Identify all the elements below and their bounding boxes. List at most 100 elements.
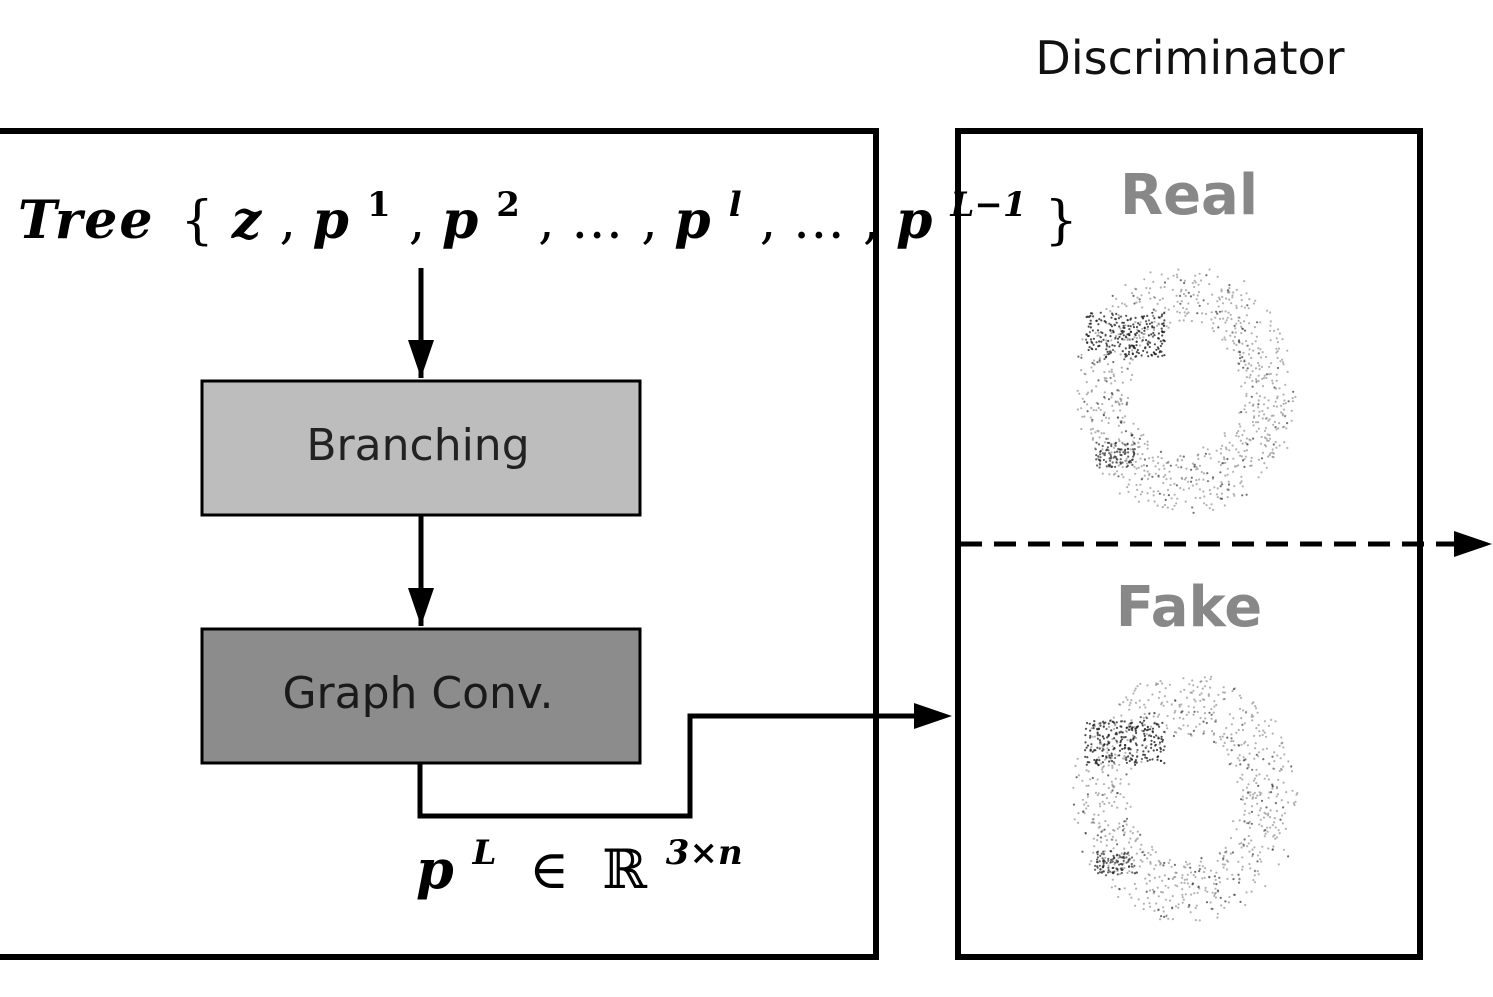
- cloud-point: [1279, 404, 1283, 407]
- cloud-point: [1125, 856, 1128, 859]
- cloud-point: [1107, 734, 1110, 737]
- cloud-point: [1159, 286, 1162, 289]
- cloud-point: [1251, 848, 1254, 851]
- cloud-point: [1097, 764, 1100, 767]
- cloud-point: [1118, 345, 1121, 348]
- cloud-point: [1119, 743, 1122, 747]
- cloud-point: [1139, 321, 1142, 324]
- cloud-point: [1157, 337, 1160, 340]
- cloud-point: [1281, 414, 1284, 417]
- cloud-point: [1195, 465, 1198, 469]
- cloud-point: [1222, 317, 1225, 320]
- cloud-point: [1281, 426, 1284, 429]
- cloud-point: [1118, 325, 1121, 328]
- cloud-point: [1240, 299, 1243, 302]
- cloud-point: [1217, 460, 1220, 463]
- cloud-point: [1291, 400, 1295, 403]
- cloud-point: [1245, 437, 1249, 440]
- cloud-point: [1206, 472, 1209, 475]
- cloud-point: [1173, 493, 1176, 496]
- cloud-point: [1214, 891, 1217, 894]
- cloud-point: [1116, 389, 1119, 392]
- cloud-point: [1246, 367, 1249, 370]
- tree-word: Tree: [18, 190, 154, 251]
- cloud-point: [1223, 504, 1226, 507]
- cloud-point: [1250, 890, 1253, 893]
- cloud-point: [1148, 758, 1151, 761]
- cloud-point: [1200, 692, 1203, 695]
- cloud-point: [1158, 492, 1161, 495]
- cloud-point: [1260, 365, 1264, 368]
- cloud-point: [1245, 392, 1248, 395]
- cloud-point: [1121, 720, 1124, 723]
- cloud-point: [1261, 417, 1264, 420]
- cloud-point: [1232, 349, 1235, 352]
- cloud-point: [1117, 305, 1120, 308]
- cloud-point: [1149, 853, 1152, 856]
- cloud-point: [1153, 500, 1156, 503]
- cloud-point: [1124, 355, 1127, 358]
- cloud-point: [1102, 862, 1105, 865]
- cloud-point: [1113, 863, 1116, 866]
- cloud-point: [1100, 432, 1103, 435]
- cloud-point: [1080, 356, 1083, 359]
- cloud-point: [1109, 376, 1112, 379]
- cloud-point: [1223, 851, 1226, 854]
- cloud-point: [1112, 854, 1115, 858]
- cloud-point: [1108, 801, 1111, 805]
- cloud-point: [1213, 892, 1216, 896]
- cloud-point: [1148, 889, 1151, 892]
- cloud-point: [1140, 722, 1144, 725]
- cloud-point: [1122, 796, 1125, 799]
- cloud-point: [1240, 305, 1243, 308]
- cloud-point: [1290, 765, 1293, 768]
- cloud-point: [1177, 268, 1180, 271]
- cloud-point: [1271, 448, 1274, 451]
- cloud-point: [1226, 289, 1229, 292]
- cloud-point: [1275, 379, 1278, 382]
- cloud-point: [1203, 676, 1206, 679]
- cloud-point: [1128, 704, 1131, 707]
- cloud-point: [1107, 725, 1111, 729]
- cloud-point: [1212, 740, 1216, 744]
- cloud-point: [1229, 836, 1233, 840]
- cloud-point: [1246, 344, 1249, 347]
- cloud-point: [1191, 281, 1194, 285]
- cloud-point: [1152, 280, 1155, 283]
- cloud-point: [1258, 730, 1261, 733]
- cloud-point: [1215, 703, 1218, 707]
- cloud-point: [1260, 860, 1263, 863]
- cloud-point: [1181, 901, 1184, 904]
- cloud-point: [1191, 462, 1194, 465]
- cloud-point: [1141, 327, 1144, 330]
- cloud-point: [1129, 378, 1132, 381]
- cloud-point: [1269, 339, 1272, 342]
- cloud-point: [1117, 333, 1120, 336]
- cloud-point: [1211, 891, 1214, 894]
- cloud-point: [1125, 773, 1128, 776]
- cloud-point: [1178, 716, 1181, 719]
- cloud-point: [1240, 717, 1243, 720]
- cloud-point: [1285, 791, 1288, 794]
- cloud-point: [1136, 453, 1139, 456]
- cloud-point: [1237, 350, 1240, 354]
- cloud-point: [1262, 376, 1266, 379]
- cloud-point: [1210, 675, 1213, 678]
- cloud-point: [1086, 341, 1089, 344]
- cloud-point: [1102, 737, 1105, 740]
- cloud-point: [1259, 356, 1263, 359]
- cloud-point: [1127, 324, 1130, 327]
- cloud-point: [1160, 759, 1163, 763]
- cloud-point: [1126, 338, 1129, 342]
- cloud-point: [1114, 724, 1117, 727]
- cloud-point: [1114, 400, 1117, 403]
- cloud-point: [1172, 734, 1175, 738]
- cloud-point: [1260, 457, 1264, 460]
- cloud-point: [1194, 870, 1197, 874]
- cloud-point: [1134, 355, 1137, 358]
- cloud-point: [1278, 769, 1281, 773]
- cloud-point: [1127, 728, 1130, 731]
- cloud-point: [1185, 308, 1188, 311]
- cloud-point: [1237, 464, 1240, 467]
